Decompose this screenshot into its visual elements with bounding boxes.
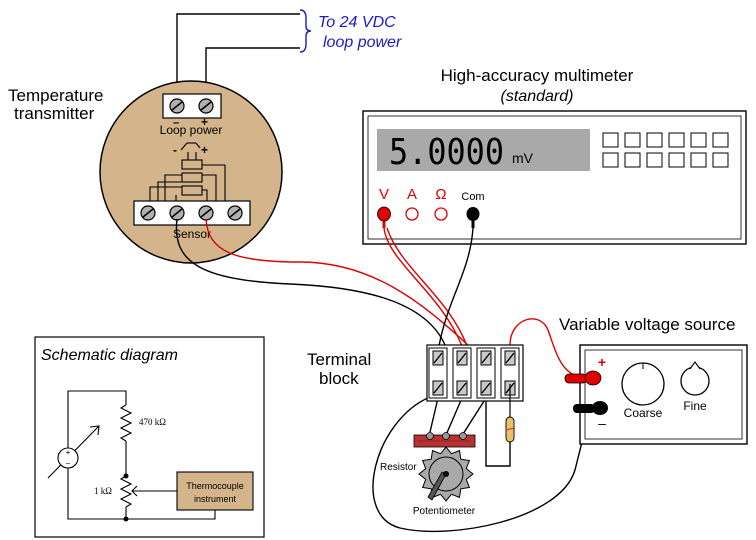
sensor-screw-3[interactable]: [198, 205, 214, 221]
voltage-source-inner-panel: [584, 349, 743, 440]
multimeter-button[interactable]: [712, 132, 729, 148]
coarse-knob-label: Coarse: [624, 406, 663, 420]
multimeter-button[interactable]: [624, 152, 641, 168]
multimeter-display: [377, 129, 590, 171]
jack-ohm-socket[interactable]: [434, 207, 448, 221]
multimeter-button[interactable]: [690, 152, 707, 168]
meter-com-lead: [438, 227, 474, 347]
multimeter-button-grid: [602, 132, 729, 168]
jack-a-socket[interactable]: [405, 207, 419, 221]
multimeter-inner-panel: [367, 115, 742, 240]
loop-terminal-label: Loop power: [160, 123, 223, 137]
loop-power-note-line2: loop power: [323, 34, 402, 51]
jumper-minus-sign: -: [173, 143, 177, 157]
terminal-block-label-line2: block: [319, 369, 359, 388]
probe-v-red: [377, 206, 391, 228]
terminal-screw-slot: [457, 352, 467, 364]
multimeter-unit: mV: [512, 150, 534, 166]
multimeter-button[interactable]: [624, 132, 641, 148]
sensor-wire-black: [175, 218, 446, 346]
multimeter-title: High-accuracy multimeter: [441, 66, 634, 85]
multimeter-button[interactable]: [602, 152, 619, 168]
jumper-plus-sign: +: [201, 143, 208, 157]
loop-minus-sign: –: [173, 117, 179, 129]
voltage-source-body: [579, 344, 748, 445]
jack-a-label: A: [407, 186, 417, 203]
schematic-title: Schematic diagram: [41, 347, 178, 364]
loop-power-wiring: [176, 9, 312, 96]
tb-to-resistor-1: [429, 397, 439, 433]
schematic-r2-label: 1 kΩ: [94, 486, 112, 496]
fine-knob[interactable]: [680, 361, 710, 396]
terminal-block: [426, 344, 524, 402]
multimeter-button[interactable]: [646, 152, 663, 168]
wiring: [175, 218, 592, 533]
sensor-wire-red: [205, 218, 471, 348]
terminal-screw-slot: [433, 382, 443, 394]
schematic-instrument-line2: instrument: [194, 494, 237, 504]
loop-plus-sign: +: [201, 115, 208, 129]
multimeter-button[interactable]: [712, 152, 729, 168]
terminal-screw-slot: [505, 352, 515, 364]
multimeter-subtitle: (standard): [501, 88, 574, 105]
trim-resistor-bulb: [505, 384, 515, 443]
multimeter-button[interactable]: [668, 132, 685, 148]
terminal-screw-slot: [481, 382, 491, 394]
schematic-source-plus: +: [66, 448, 71, 457]
fine-knob-label: Fine: [683, 399, 707, 413]
multimeter-jacks: V A Ω Com: [379, 186, 485, 221]
schematic-instrument-box: [176, 471, 254, 511]
jack-v-label: V: [379, 186, 389, 203]
schematic-node-bottom: [123, 516, 129, 522]
multimeter-reading: 5.0000: [389, 132, 504, 173]
schematic-source-minus: −: [66, 459, 71, 468]
loop-minus-screw[interactable]: [169, 98, 185, 114]
schematic-node-top: [123, 473, 129, 479]
source-minus-sign: –: [598, 415, 606, 431]
transmitter-title-line2: transmitter: [14, 104, 95, 123]
sensor-terminal-label: Sensor: [173, 227, 211, 241]
source-plus-lead: [509, 318, 582, 379]
terminal-block-label-line1: Terminal: [307, 350, 371, 369]
sensor-screw-2[interactable]: [169, 205, 185, 221]
terminal-screw-slot: [457, 382, 467, 394]
coarse-knob[interactable]: [621, 362, 665, 406]
multimeter-button[interactable]: [646, 132, 663, 148]
multimeter-button[interactable]: [668, 152, 685, 168]
schematic-voltage-source: [57, 447, 79, 469]
terminal-screw-slot: [433, 352, 443, 364]
terminal-screw-slot: [481, 352, 491, 364]
sensor-jumper-network: [149, 142, 226, 201]
loop-power-note-line1: To 24 VDC: [318, 14, 396, 31]
tb-to-pot-1: [445, 397, 463, 436]
sensor-screw-4[interactable]: [227, 205, 243, 221]
meter-v-lead: [383, 227, 463, 347]
sensor-terminal-strip: [133, 200, 251, 226]
tb-to-pot-2: [462, 397, 487, 435]
jack-ohm-label: Ω: [435, 186, 446, 203]
transmitter-title-line1: Temperature: [8, 86, 103, 105]
meter-v-lead-2: [386, 227, 468, 347]
probe-com-black: [466, 207, 480, 228]
voltage-source-title: Variable voltage source: [559, 315, 735, 334]
loop-plus-screw[interactable]: [198, 98, 214, 114]
potentiometer-label: Potentiometer: [413, 506, 476, 517]
source-minus-lead: [372, 396, 592, 533]
multimeter-button[interactable]: [602, 132, 619, 148]
multimeter-button[interactable]: [690, 132, 707, 148]
resistor-label: Resistor: [380, 462, 417, 473]
schematic-r1-label: 470 kΩ: [139, 417, 166, 427]
source-minus-plug[interactable]: [573, 401, 608, 415]
sensor-screw-1[interactable]: [140, 205, 156, 221]
source-plus-sign: +: [598, 354, 606, 370]
jack-com-label: Com: [461, 191, 484, 203]
loop-terminal-strip: [162, 93, 222, 119]
bench-resistor: [413, 432, 476, 448]
source-plus-plug[interactable]: [564, 370, 602, 386]
potentiometer[interactable]: [418, 446, 474, 502]
tb-to-bulb-wire: [485, 398, 511, 467]
schematic-instrument-line1: Thermocouple: [186, 481, 244, 491]
